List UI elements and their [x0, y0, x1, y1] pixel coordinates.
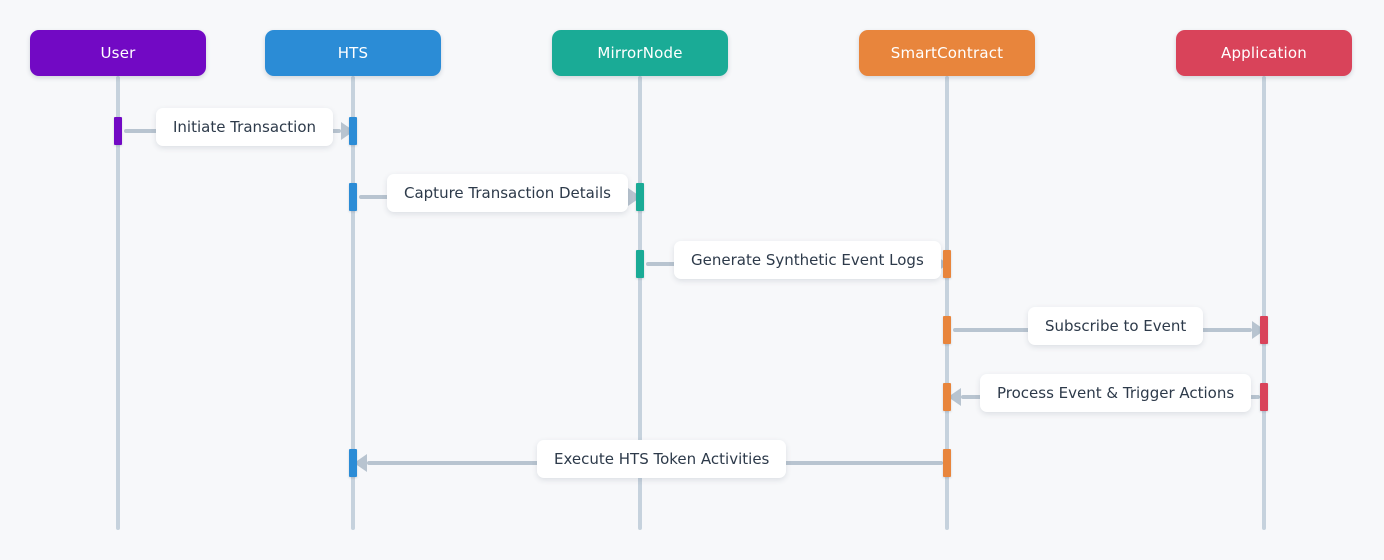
message-1: Initiate Transaction [114, 108, 357, 154]
participant-application[interactable]: Application [1176, 30, 1352, 76]
lifeline-user [116, 76, 120, 530]
activation-bar-user [114, 117, 122, 145]
participant-label: User [100, 44, 136, 62]
activation-bar-application [1260, 383, 1268, 411]
participant-smartcontract[interactable]: SmartContract [859, 30, 1035, 76]
arrowhead-left-icon [948, 388, 961, 406]
participant-label: HTS [337, 44, 369, 62]
activation-bar-hts [349, 449, 357, 477]
activation-bar-mirrornode [636, 250, 644, 278]
lifeline-hts [351, 76, 355, 530]
participant-label: Application [1220, 44, 1307, 62]
lifeline-application [1262, 76, 1266, 530]
activation-bar-hts [349, 183, 357, 211]
activation-bar-smartcontract [943, 449, 951, 477]
activation-bar-smartcontract [943, 316, 951, 344]
activation-bar-hts [349, 117, 357, 145]
activation-bar-mirrornode [636, 183, 644, 211]
activation-bar-smartcontract [943, 383, 951, 411]
message-label: Process Event & Trigger Actions [980, 374, 1252, 412]
message-4: Subscribe to Event [943, 307, 1268, 353]
lifeline-smartcontract [945, 76, 949, 530]
message-3: Generate Synthetic Event Logs [636, 241, 951, 287]
participant-label: SmartContract [890, 44, 1004, 62]
participant-user[interactable]: User [30, 30, 206, 76]
lifeline-mirrornode [638, 76, 642, 530]
message-label: Capture Transaction Details [387, 174, 628, 212]
activation-bar-smartcontract [943, 250, 951, 278]
participant-label: MirrorNode [597, 44, 683, 62]
message-2: Capture Transaction Details [349, 174, 644, 220]
message-label: Execute HTS Token Activities [537, 440, 787, 478]
message-5: Process Event & Trigger Actions [943, 374, 1268, 420]
participant-mirrornode[interactable]: MirrorNode [552, 30, 728, 76]
message-label: Initiate Transaction [156, 108, 334, 146]
participant-hts[interactable]: HTS [265, 30, 441, 76]
arrowhead-left-icon [354, 454, 367, 472]
activation-bar-application [1260, 316, 1268, 344]
message-label: Generate Synthetic Event Logs [674, 241, 941, 279]
message-6: Execute HTS Token Activities [349, 440, 951, 486]
message-label: Subscribe to Event [1028, 307, 1204, 345]
